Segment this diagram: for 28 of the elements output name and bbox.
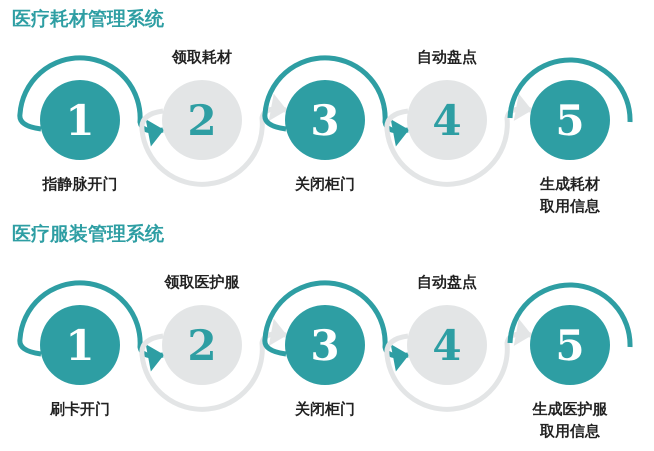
- step-circle: 1: [40, 305, 120, 385]
- step-label: 关闭柜门: [294, 399, 356, 420]
- arrow: [384, 318, 532, 412]
- step-label: 刷卡开门: [48, 399, 111, 420]
- step-circle: 3: [285, 305, 365, 385]
- step-label: 指静脉开门: [41, 174, 118, 195]
- step-circle: 2: [162, 305, 242, 385]
- step-label: 关闭柜门: [294, 174, 356, 195]
- step-label: 领取医护服: [163, 272, 240, 293]
- step-circle: 4: [407, 80, 487, 160]
- arrow: [139, 94, 288, 187]
- step-circle: 2: [162, 80, 242, 160]
- section-heading: 医疗耗材管理系统: [12, 7, 164, 32]
- section-heading: 医疗服装管理系统: [12, 222, 164, 247]
- step-label: 自动盘点: [416, 272, 478, 293]
- step-circle: 3: [285, 80, 365, 160]
- step-circle: 5: [530, 305, 610, 385]
- arrow: [384, 94, 532, 187]
- step-label: 领取耗材: [170, 47, 233, 68]
- step-circle: 5: [530, 80, 610, 160]
- step-circle: 1: [40, 80, 120, 160]
- step-label: 生成耗材取用信息: [539, 174, 601, 217]
- step-circle: 4: [407, 305, 487, 385]
- step-label: 自动盘点: [416, 47, 478, 68]
- arrow: [262, 280, 410, 372]
- step-label: 生成医护服取用信息: [532, 399, 608, 442]
- arrow: [139, 318, 288, 412]
- arrow: [262, 55, 410, 146]
